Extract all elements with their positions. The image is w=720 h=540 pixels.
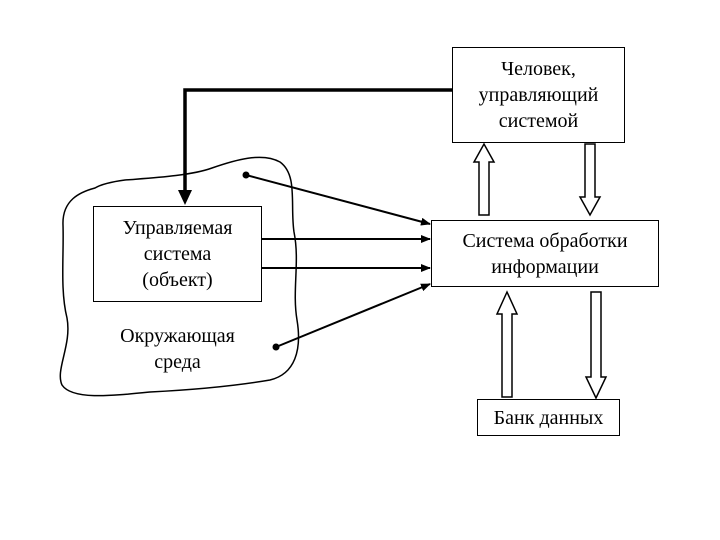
- human-operator-label: Человек, управляющий системой: [478, 58, 599, 132]
- env-arrow-bottom: [275, 283, 431, 348]
- processing-system-box: Система обработки информации: [431, 220, 659, 287]
- processing-system-label: Система обработки информации: [462, 229, 628, 278]
- hollow-arrow-down-to-processing: [578, 143, 602, 217]
- hollow-arrow-up-to-human: [472, 142, 496, 216]
- managed-system-label: Управляемая система (объект): [122, 217, 233, 291]
- control-arrowhead: [178, 190, 192, 205]
- databank-label: Банк данных: [493, 406, 604, 429]
- managed-system-box: Управляемая система (объект): [93, 206, 262, 302]
- env-arrow-top: [245, 174, 431, 226]
- environment-boundary: [59, 156, 300, 397]
- hollow-arrow-up-from-databank: [495, 290, 519, 398]
- control-line: [183, 88, 452, 193]
- human-operator-box: Человек, управляющий системой: [452, 47, 625, 143]
- databank-box: Банк данных: [477, 399, 620, 436]
- hollow-arrow-down-to-databank: [584, 291, 608, 400]
- environment-label: Окружающая среда: [120, 325, 235, 373]
